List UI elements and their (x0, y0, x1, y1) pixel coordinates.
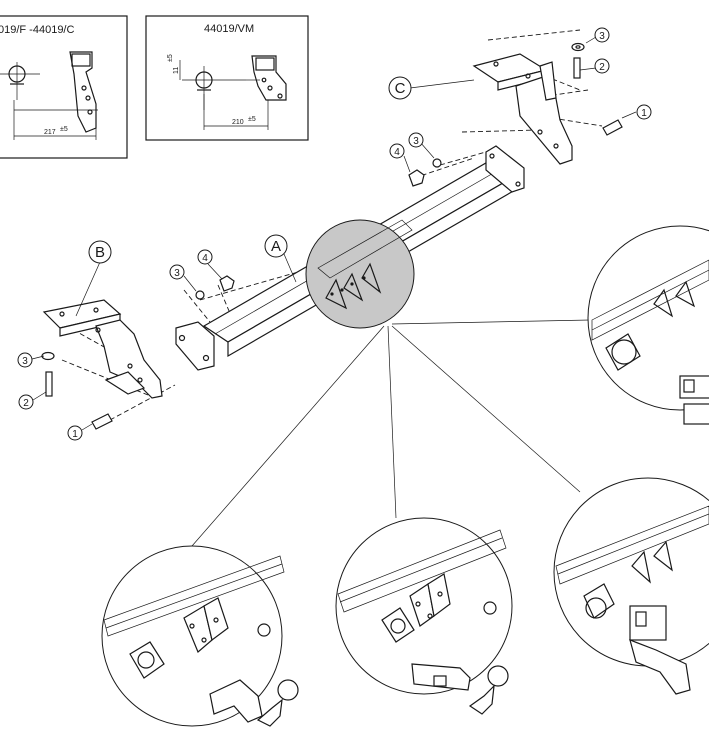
callout-nut-mid: 4 (394, 147, 400, 158)
number-callouts: 3 2 1 3 4 3 4 3 2 1 (17, 27, 652, 441)
bolt-icon (91, 413, 113, 430)
electric-socket-plate-icon (585, 597, 607, 619)
assembly-guide-lines (51, 29, 603, 421)
part-label-a (264, 234, 288, 258)
nut-icon (408, 169, 425, 187)
callout-side-bolt-c: 1 (641, 108, 647, 119)
detail-box-2-dimension: 210 (232, 119, 244, 126)
bolt-icon (45, 371, 53, 397)
magnifier-connectors (191, 319, 591, 547)
magnifier-circle (305, 219, 415, 329)
callout-nut-left: 4 (202, 253, 208, 264)
detail-box-1-dimension: 217 (44, 129, 56, 136)
svg-text:B: B (95, 244, 105, 261)
callout-washer-mid: 3 (413, 136, 419, 147)
detail-box-2-tolerance: ±5 (248, 116, 256, 123)
detail-box-2-side-tolerance: ±5 (167, 54, 174, 62)
detail-box-2: 44019/VM 11 ±5 210 ±5 (145, 15, 309, 141)
tow-ball-icon-4 (487, 665, 509, 687)
svg-text:A: A (271, 238, 281, 255)
callout-bolt-c: 2 (599, 62, 605, 73)
hole-marker-icon (257, 623, 271, 637)
part-label-c (388, 76, 412, 100)
end-plate-left (175, 321, 215, 371)
bolt-icon (573, 57, 581, 79)
electric-socket-plate-icon (129, 641, 165, 679)
electric-socket-plate-icon (611, 339, 637, 365)
washer-icon (195, 290, 205, 300)
detail-box-1-frame (0, 15, 128, 159)
detail-circle-bolt-on-hitch (101, 545, 299, 727)
detail-box-2-frame (145, 15, 309, 141)
bracket-profile-1 (69, 51, 97, 133)
hitch-arm-icon (209, 679, 263, 723)
callout-washer-c: 3 (599, 31, 605, 42)
bracket-c (472, 53, 573, 165)
detail-box-1-tolerance: ±5 (60, 126, 68, 133)
detail-circle-electrics-top (587, 225, 709, 425)
part-label-b (88, 240, 112, 264)
detail-circle-detachable-hitch (335, 517, 513, 715)
hole-marker-icon (483, 601, 497, 615)
bracket-b (42, 299, 163, 399)
detail-box-1: 019/F -44019/C 217 ±5 (0, 15, 128, 159)
washer-icon (41, 351, 55, 361)
callout-washer-b: 3 (22, 356, 28, 367)
electric-socket-plate-icon (381, 607, 415, 643)
tow-ball-icon-3 (277, 679, 299, 701)
nut-icon (219, 275, 235, 292)
leader-lines (31, 36, 637, 431)
fasteners (41, 42, 623, 430)
hitch-receiver-icon (411, 663, 471, 691)
bolt-icon (602, 119, 623, 136)
detail-box-2-title: 44019/VM (204, 23, 254, 35)
washer-icon (571, 42, 585, 52)
svg-text:C: C (395, 80, 406, 97)
detail-box-2-side-dimension: 11 (173, 67, 180, 74)
detail-circle-electrics-bottom (553, 477, 709, 695)
callout-bolt-b: 2 (23, 398, 29, 409)
callout-washer-left: 3 (174, 268, 180, 279)
part-labels: C A B (88, 76, 412, 264)
end-plate-right (485, 145, 525, 193)
detail-box-1-title: 019/F -44019/C (0, 24, 74, 36)
callout-side-bolt-b: 1 (72, 429, 78, 440)
bracket-profile-2 (251, 55, 287, 101)
washer-icon (432, 158, 442, 168)
